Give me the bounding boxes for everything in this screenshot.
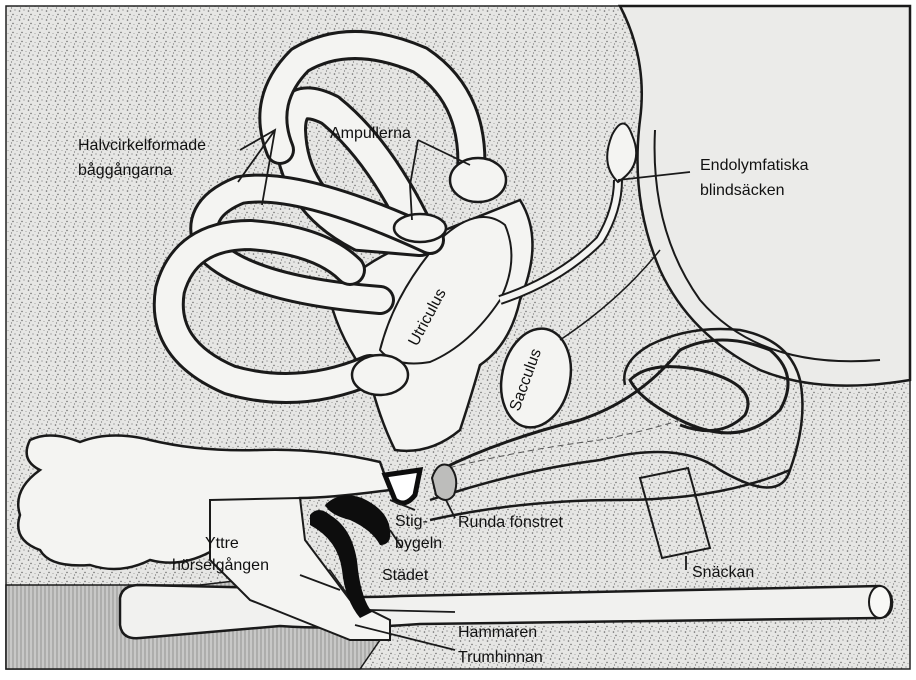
- round-window-shape: [432, 465, 456, 501]
- label-runda-fonstret: Runda fönstret: [458, 514, 564, 531]
- label-snackan: Snäckan: [692, 564, 754, 581]
- ampulla-upper: [450, 158, 506, 202]
- label-stadet: Städet: [382, 567, 429, 584]
- ampulla-lower: [352, 355, 408, 395]
- nerve-tube-end: [869, 586, 891, 618]
- label-halvcirkelformade-line2: båggångarna: [78, 161, 172, 179]
- label-yttre-line2: hörselgången: [172, 556, 269, 574]
- label-yttre-line1: Yttre: [205, 535, 239, 552]
- label-endolymfatiska-line2: blindsäcken: [700, 182, 785, 199]
- label-ampullerna: Ampullerna: [330, 125, 411, 142]
- label-halvcirkelformade-line1: Halvcirkelformade: [78, 137, 206, 154]
- label-endolymfatiska-line1: Endolymfatiska: [700, 157, 809, 174]
- label-trumhinnan: Trumhinnan: [458, 649, 543, 666]
- ampulla-middle: [394, 214, 446, 242]
- label-stig-line2: bygeln: [395, 535, 442, 552]
- label-hammaren: Hammaren: [458, 624, 537, 641]
- label-stig-line1: Stig-: [395, 513, 428, 530]
